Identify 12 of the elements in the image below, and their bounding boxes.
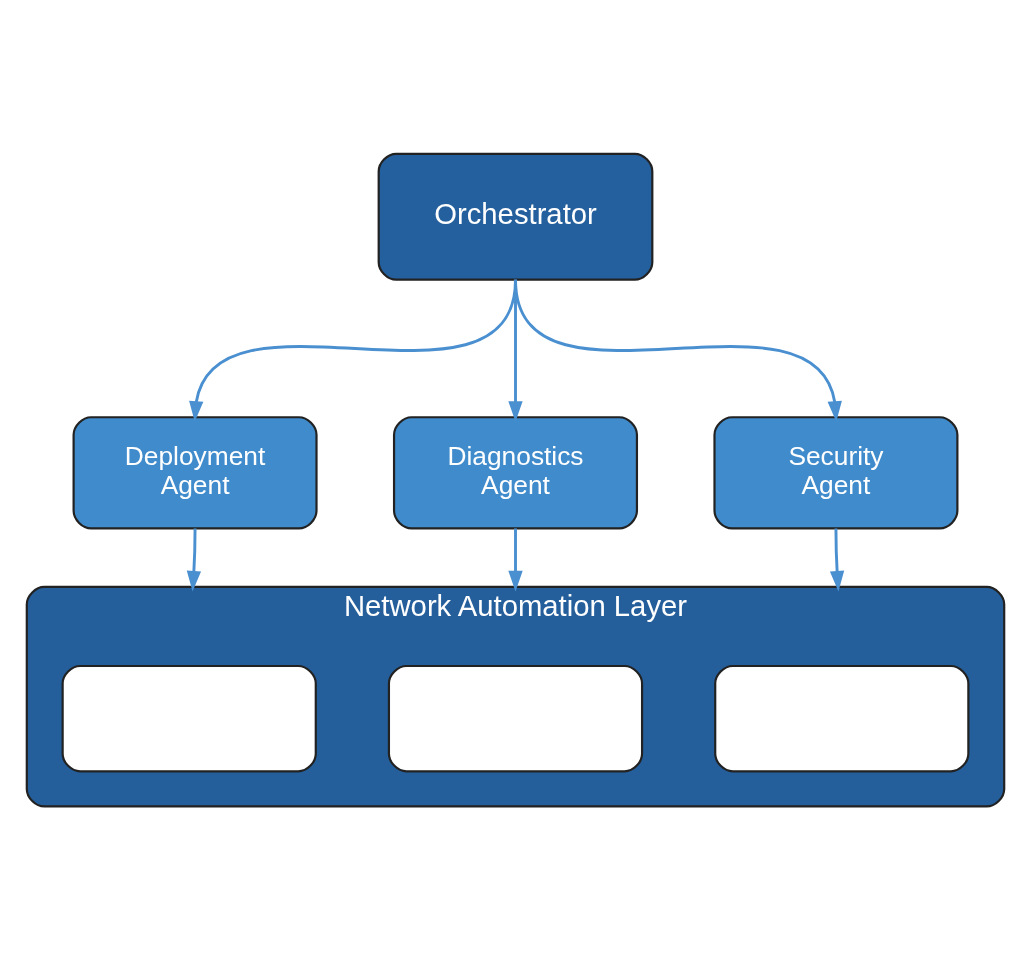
node-box	[387, 664, 643, 773]
arrow	[186, 528, 201, 592]
arrow	[507, 528, 523, 592]
node-box: Orchestrator	[377, 152, 653, 281]
arrow	[829, 528, 844, 592]
node-box: Deployment Agent	[72, 416, 318, 530]
node-box: Diagnostics Agent	[392, 416, 638, 530]
node-box	[61, 664, 317, 773]
cluster: Network Automation Layer	[25, 585, 1005, 808]
node-box: Security Agent	[712, 416, 958, 530]
node-box	[713, 664, 969, 773]
arrow	[513, 279, 842, 422]
